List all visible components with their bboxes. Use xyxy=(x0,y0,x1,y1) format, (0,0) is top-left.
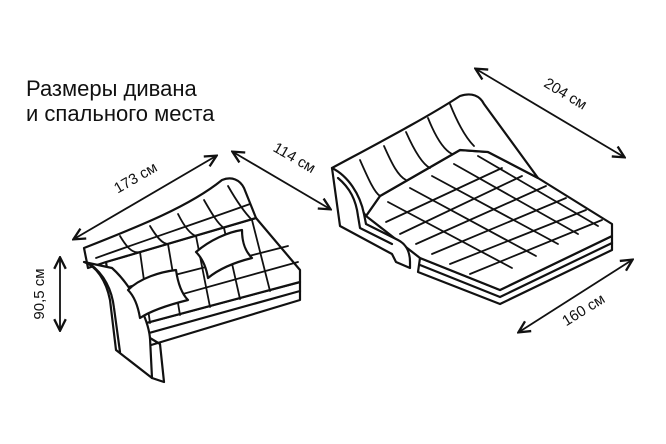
bed-length-arrow xyxy=(476,69,624,157)
bed-length-label: 204 см xyxy=(541,75,590,114)
sofa-height-label: 90,5 см xyxy=(31,268,48,319)
sofa-width-arrow xyxy=(74,156,216,239)
sofa-depth-arrow xyxy=(233,152,330,209)
sofa-width-label: 173 см xyxy=(111,159,160,197)
dimension-lines xyxy=(60,69,632,332)
bed-width-arrow xyxy=(519,260,632,332)
bed-mattress-grid xyxy=(385,155,603,275)
sofa-base-stripe xyxy=(122,289,302,342)
bed-backrest-quilting xyxy=(359,103,475,197)
folded-sofa-drawing xyxy=(82,177,302,384)
bed-width-label: 160 см xyxy=(559,291,608,330)
diagram-title: Размеры дивана и спального места xyxy=(26,76,215,126)
sofa-depth-label: 114 см xyxy=(270,139,318,177)
sofa-pillow-left xyxy=(126,268,190,320)
title-line-2: и спального места xyxy=(26,101,215,126)
title-line-1: Размеры дивана xyxy=(26,76,197,101)
sofa-pillow-right xyxy=(194,228,254,280)
